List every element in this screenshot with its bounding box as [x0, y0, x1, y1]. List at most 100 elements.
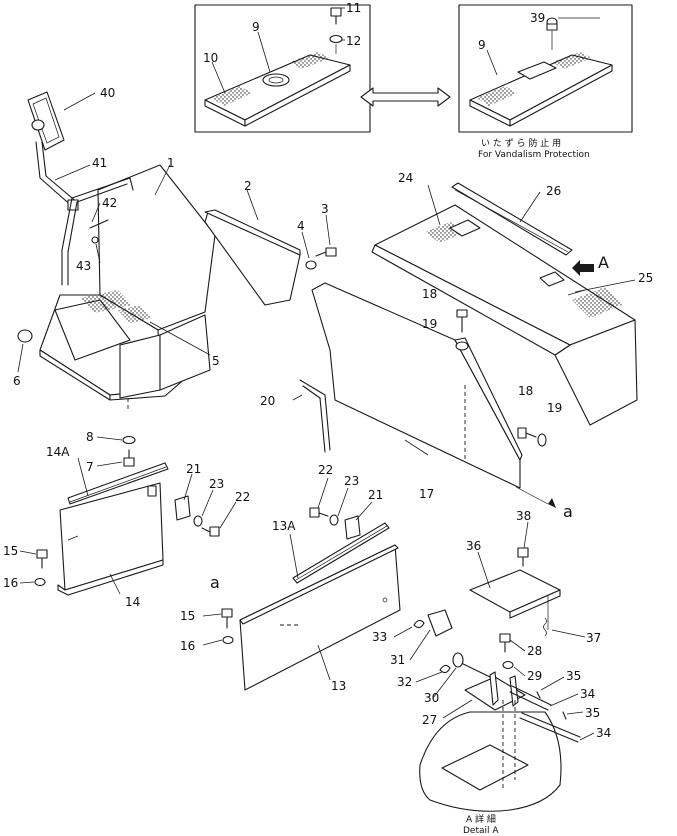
bolt-18-side: [517, 427, 537, 439]
shaft-30: [452, 652, 491, 678]
hood-24: [371, 204, 638, 426]
callout-17: 17: [419, 487, 434, 501]
callout-29: 29: [527, 669, 542, 683]
callout-2: 2: [244, 179, 252, 193]
view-a-arrow: [572, 260, 594, 276]
caption-vandalism-en: For Vandalism Protection: [478, 150, 590, 160]
callout-12: 12: [346, 34, 361, 48]
callout-4: 4: [297, 219, 305, 233]
callout-19-top: 19: [422, 317, 437, 331]
latch-36: [469, 569, 561, 630]
inset-standard-cover: [194, 4, 371, 133]
washer-16-mid: [222, 635, 234, 645]
callout-39: 39: [530, 11, 545, 25]
bracket-21-left: [174, 495, 191, 521]
seal-26: [451, 182, 573, 256]
callout-11: 11: [346, 1, 361, 15]
washer-16-left: [34, 577, 46, 587]
callout-9-vandalism: 9: [478, 38, 486, 52]
callout-30: 30: [424, 691, 439, 705]
callout-9: 9: [252, 20, 260, 34]
spring-37: [543, 617, 547, 637]
callout-13: 13: [331, 679, 346, 693]
callout-23-mid: 23: [344, 474, 359, 488]
cover-14: [57, 462, 169, 596]
caption-detail-en: Detail A: [463, 826, 499, 836]
label-view-a: A: [598, 253, 609, 272]
callout-41: 41: [92, 156, 107, 170]
bolt-18-top: [456, 309, 468, 333]
callout-8: 8: [86, 430, 94, 444]
callout-1: 1: [167, 156, 175, 170]
pin-34-top: [509, 685, 552, 711]
callout-27: 27: [422, 713, 437, 727]
callout-16-mid: 16: [180, 639, 195, 653]
callout-18-top: 18: [422, 287, 437, 301]
callout-40: 40: [100, 86, 115, 100]
callout-14a: 14A: [46, 445, 70, 459]
mirror-40: [27, 91, 65, 151]
lock-39: [546, 17, 558, 50]
clip-35-bottom: [562, 711, 567, 720]
callout-28: 28: [527, 644, 542, 658]
callout-16-left: 16: [3, 576, 18, 590]
inset-vandalism-cover: [458, 4, 633, 133]
callout-36: 36: [466, 539, 481, 553]
caption-vandalism-jp: い た ず ら 防 止 用: [481, 137, 561, 149]
callout-35-top: 35: [566, 669, 581, 683]
callout-33: 33: [372, 630, 387, 644]
cap-6: [17, 329, 33, 343]
callout-14: 14: [125, 595, 140, 609]
ref-a-left: a: [210, 573, 220, 592]
callout-13a: 13A: [272, 519, 296, 533]
detail-a-housing: [419, 700, 562, 812]
washer-29: [502, 660, 514, 670]
bolt-3: [315, 247, 337, 257]
pin-32: [439, 664, 451, 674]
callout-31: 31: [390, 653, 405, 667]
washer-8: [122, 435, 136, 445]
callout-21-mid: 21: [368, 488, 383, 502]
callout-3: 3: [321, 202, 329, 216]
side-cover-17: [311, 282, 556, 508]
callout-numbers: 11 12 9 10 39 9 40 41 1 2 3 4 42 43 5 6 …: [3, 1, 653, 740]
callout-15-left: 15: [3, 544, 18, 558]
bolt-15-mid: [221, 608, 233, 629]
bolt-11: [330, 7, 342, 25]
cover-13: [239, 522, 401, 691]
leader-lines: [17, 7, 636, 741]
bolt-7: [123, 449, 135, 467]
callout-22-mid: 22: [318, 463, 333, 477]
bracket-21-mid: [344, 515, 361, 540]
callout-6: 6: [13, 374, 21, 388]
pin-33: [413, 619, 425, 629]
bracket-27: [464, 671, 526, 711]
callout-5: 5: [212, 354, 220, 368]
bolt-22-mid: [309, 507, 329, 518]
washer-12: [329, 34, 343, 44]
callout-34-bottom: 34: [596, 726, 611, 740]
plate-2: [204, 209, 301, 306]
caption-detail-jp: A 詳 細: [466, 813, 496, 825]
seal-20: [299, 379, 331, 453]
stay-41: [35, 141, 79, 211]
washer-19-top: [455, 341, 469, 351]
callout-15-mid: 15: [180, 609, 195, 623]
callout-25: 25: [638, 271, 653, 285]
clip-35-top: [536, 691, 541, 699]
callout-10: 10: [203, 51, 218, 65]
washer-4: [305, 260, 317, 270]
callout-43: 43: [76, 259, 91, 273]
callout-18-side: 18: [518, 384, 533, 398]
callout-37: 37: [586, 631, 601, 645]
pin-34-bottom: [519, 712, 581, 743]
bolt-38: [517, 547, 529, 567]
callout-22-left: 22: [235, 490, 250, 504]
exchange-arrow: [360, 87, 451, 107]
callout-26: 26: [546, 184, 561, 198]
callout-7: 7: [86, 460, 94, 474]
callout-34-top: 34: [580, 687, 595, 701]
callout-19-side: 19: [547, 401, 562, 415]
callout-20: 20: [260, 394, 275, 408]
